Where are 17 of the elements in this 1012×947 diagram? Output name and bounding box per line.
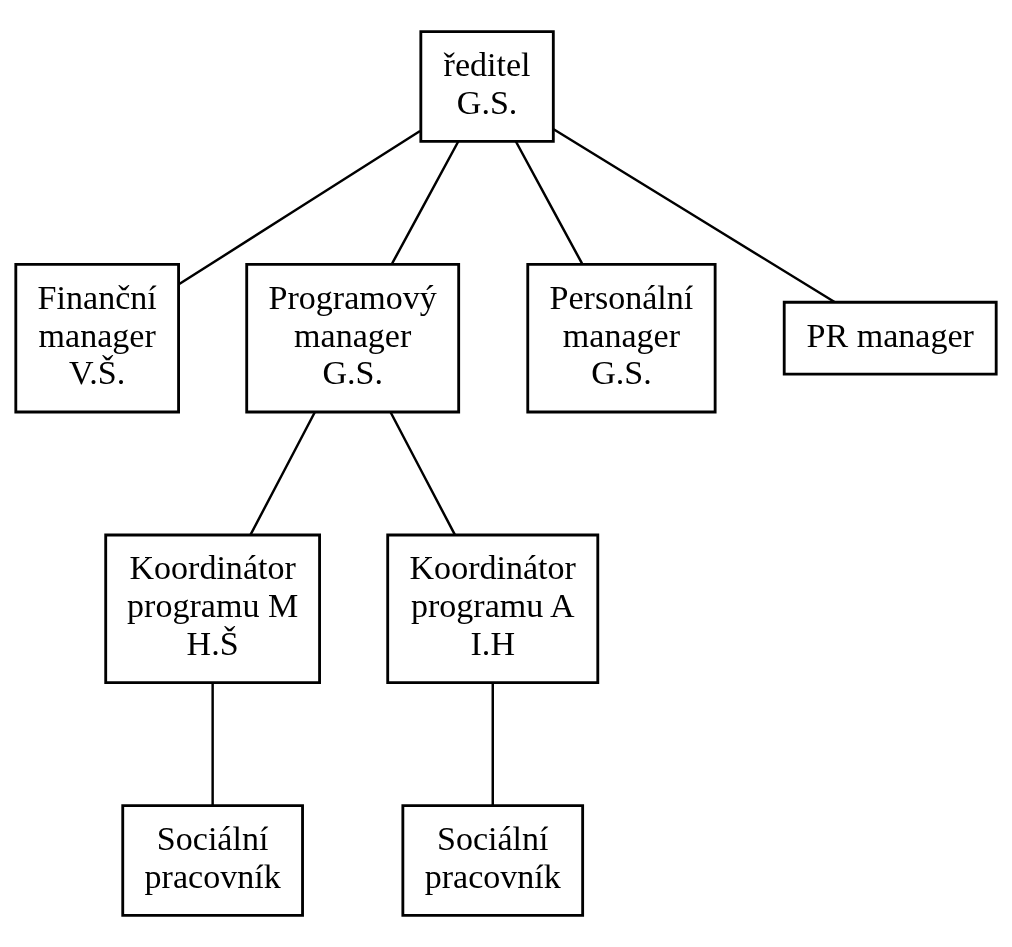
connector <box>211 683 214 806</box>
node-box: Sociální pracovník <box>401 804 585 917</box>
node-box: Koordinátor programu A I.H <box>386 533 600 685</box>
node-box: Personální manager G.S. <box>526 262 717 414</box>
connector <box>491 683 494 806</box>
node-box: ředitel G.S. <box>419 30 555 143</box>
node-box: Programový manager G.S. <box>245 262 461 414</box>
node-box: PR manager <box>782 300 998 376</box>
connector <box>389 411 456 536</box>
connector <box>553 128 836 304</box>
connector <box>178 129 421 286</box>
connector <box>514 140 584 265</box>
connector <box>391 140 460 265</box>
node-box: Koordinátor programu M H.Š <box>104 533 321 685</box>
node-box: Sociální pracovník <box>121 804 304 917</box>
node-box: Finanční manager V.Š. <box>14 262 180 414</box>
connector <box>249 411 316 536</box>
